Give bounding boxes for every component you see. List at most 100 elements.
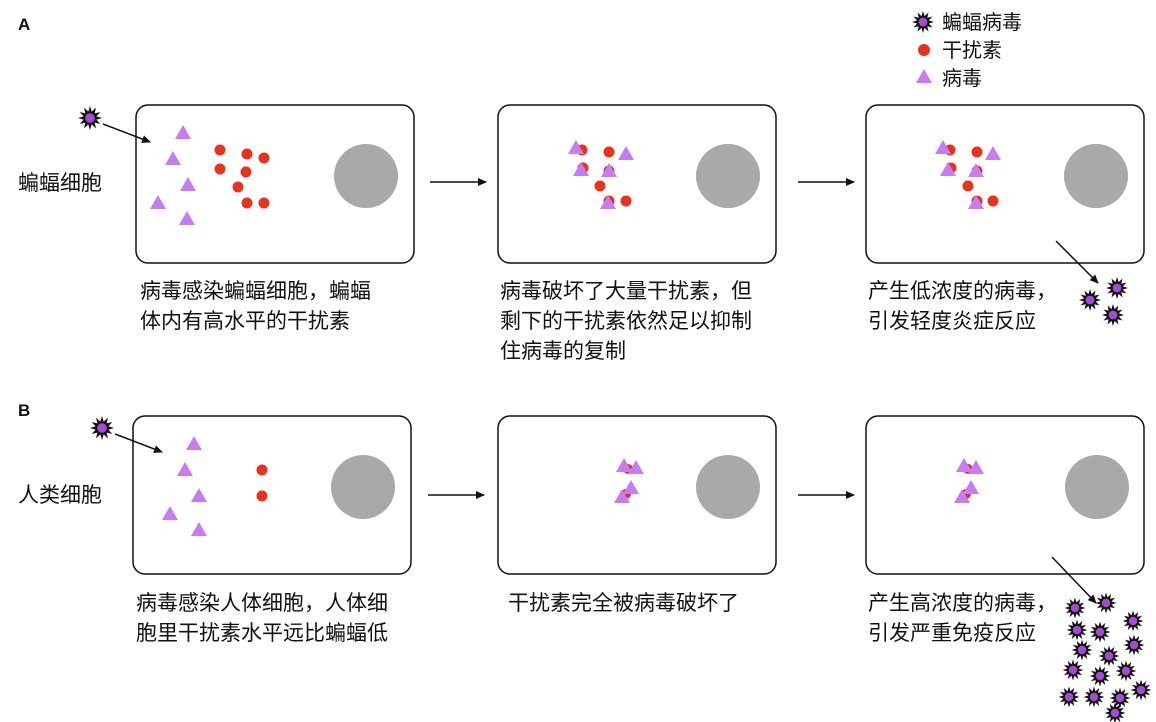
bat-virus-core	[1104, 651, 1114, 661]
caption-a3-line1: 产生低浓度的病毒，	[868, 279, 1057, 303]
virus-particle	[165, 151, 181, 165]
caption-a1-line2: 体内有高水平的干扰素	[140, 309, 350, 333]
bat-virus-core	[97, 423, 107, 433]
caption-b1-line2: 胞里干扰素水平远比蝙蝠低	[136, 621, 388, 645]
virus-particle	[963, 480, 979, 494]
legend-interferon-icon	[918, 44, 930, 56]
bat-virus-core	[1068, 665, 1078, 675]
caption-b1-line1: 病毒感染人体细胞，人体细	[136, 591, 388, 615]
bat-virus-core	[1110, 708, 1120, 718]
bat-virus-core	[1095, 627, 1105, 637]
interferon-dot	[594, 180, 606, 192]
bat-virus-particle	[1066, 619, 1088, 641]
nucleus	[331, 455, 395, 519]
virus-particle	[162, 506, 178, 520]
cell-b2	[497, 415, 777, 575]
bat-virus-particle	[1095, 592, 1117, 614]
caption-b3-line1: 产生高浓度的病毒，	[868, 591, 1057, 615]
bat-virus-particle	[1130, 679, 1152, 701]
bat-virus-cluster	[1058, 592, 1152, 722]
bat-virus-core	[918, 17, 928, 27]
virus-particle	[956, 458, 972, 472]
interferon-dot	[258, 197, 270, 209]
virus-particle	[600, 195, 616, 209]
bat-virus-particle	[1079, 289, 1101, 311]
virus-particle	[568, 140, 584, 154]
virus-particle	[985, 146, 1001, 160]
bat-virus-particle	[1122, 610, 1144, 632]
interferon-dot	[241, 197, 253, 209]
cell-a1	[135, 104, 415, 264]
bat-virus-core	[1101, 598, 1111, 608]
virus-particle	[968, 195, 984, 209]
cell-a2	[497, 104, 777, 264]
virus-particle	[573, 162, 589, 176]
bat-virus-particle	[1089, 621, 1111, 643]
bat-virus-core	[1077, 645, 1087, 655]
nucleus	[696, 455, 760, 519]
cell-b1	[132, 415, 412, 575]
interferon-dot	[240, 166, 252, 178]
bat-virus-particle	[1102, 304, 1124, 326]
cell-b3	[865, 415, 1145, 575]
bat-virus-particle	[1098, 645, 1120, 667]
bat-virus-core	[1136, 685, 1146, 695]
virus-particle	[968, 460, 984, 474]
cell-a3	[865, 104, 1145, 264]
virus-particle	[968, 163, 984, 177]
bat-virus-core	[1072, 625, 1082, 635]
legend-bat-virus-label: 蝙蝠病毒	[942, 10, 1022, 34]
interferon-dot	[962, 180, 974, 192]
interferon-dot	[620, 195, 632, 207]
release-arrow	[1051, 556, 1097, 604]
bat-virus-core	[1112, 283, 1122, 293]
bat-virus-particle	[1062, 659, 1084, 681]
bat-virus-particle	[1083, 686, 1105, 708]
virus-particle	[175, 125, 191, 139]
interferon-dot	[256, 490, 268, 502]
caption-b2-line1: 干扰素完全被病毒破坏了	[508, 591, 739, 615]
virus-particle	[623, 480, 639, 494]
interferon-dot	[256, 464, 268, 476]
nucleus	[1064, 144, 1128, 208]
virus-particle	[177, 462, 193, 476]
virus-particle	[150, 195, 166, 209]
bat-virus-particle	[1089, 665, 1111, 687]
interferon-dot	[971, 146, 983, 158]
bat-virus-core	[1089, 692, 1099, 702]
virus-particle	[935, 140, 951, 154]
bat-virus-core	[1070, 603, 1080, 613]
bat-virus-particle	[1109, 687, 1131, 709]
legend-interferon-label: 干扰素	[942, 38, 1002, 62]
virus-particle	[180, 177, 196, 191]
interferon-dot	[232, 181, 244, 193]
virus-particle	[601, 163, 617, 177]
bat-virus-core	[1085, 295, 1095, 305]
row-a-cell-label: 蝙蝠细胞	[18, 171, 102, 195]
infection-arrow	[114, 433, 163, 453]
bat-virus-particle	[90, 416, 114, 440]
panel-label-a: A	[18, 15, 30, 34]
virus-particle	[954, 489, 970, 503]
release-arrow	[1055, 240, 1099, 284]
virus-particle	[940, 162, 956, 176]
caption-a2-line1: 病毒破坏了大量干扰素，但	[500, 279, 752, 303]
interferon-dot	[987, 195, 999, 207]
virus-particle	[186, 436, 202, 450]
bat-virus-core	[1095, 671, 1105, 681]
virus-particle	[179, 211, 195, 225]
panel-label-b: B	[18, 401, 30, 420]
bat-virus-core	[1115, 693, 1125, 703]
caption-a1-line1: 病毒感染蝙蝠细胞，蝙蝠	[140, 279, 371, 303]
virus-particle	[614, 489, 630, 503]
caption-a3-line2: 引发轻度炎症反应	[868, 309, 1036, 333]
virus-particle	[191, 488, 207, 502]
bat-virus-particle	[1064, 597, 1086, 619]
legend-bat-virus-icon	[912, 11, 934, 33]
infection-arrow	[102, 123, 151, 143]
interferon-dot	[214, 163, 226, 175]
interferon-dot	[241, 148, 253, 160]
virus-particle	[616, 458, 632, 472]
caption-b3-line2: 引发严重免疫反应	[868, 621, 1036, 645]
